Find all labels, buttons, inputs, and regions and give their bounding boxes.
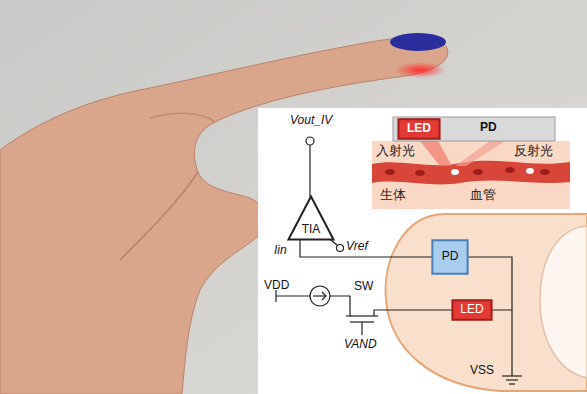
blood-vessel bbox=[372, 161, 570, 185]
nail-outline bbox=[540, 226, 587, 378]
reflected-light bbox=[455, 141, 505, 166]
skin-crease bbox=[120, 172, 198, 260]
vessel-label: 血管 bbox=[470, 188, 496, 203]
pd-label: PD bbox=[480, 121, 497, 135]
text-holder: PD bbox=[442, 250, 459, 263]
text-holder: LED bbox=[407, 122, 431, 135]
pin-name: VDD bbox=[264, 279, 289, 293]
text-holder: LED bbox=[460, 303, 483, 316]
signal-name: Vref bbox=[346, 240, 368, 254]
photodiode-box-shape bbox=[432, 240, 467, 273]
finger-outline bbox=[386, 214, 587, 391]
wire bbox=[300, 240, 432, 257]
node-text: TIA bbox=[302, 223, 321, 236]
light-label: 入射光 bbox=[376, 144, 415, 159]
tissue bbox=[372, 141, 570, 209]
signal-name: Iin bbox=[274, 244, 287, 258]
node-text: PD bbox=[442, 250, 459, 263]
fingernail bbox=[390, 33, 446, 51]
led-box-shape bbox=[452, 300, 491, 320]
white-cells bbox=[451, 168, 534, 175]
led-box-shape bbox=[398, 119, 439, 139]
skin-crease bbox=[150, 113, 215, 122]
red-light bbox=[394, 62, 446, 78]
signal-name: Vout_IV bbox=[290, 114, 332, 128]
tia-amplifier: TIA bbox=[288, 196, 334, 240]
led-box: LED bbox=[452, 300, 492, 320]
pin-name: SW bbox=[354, 280, 373, 294]
tissue-label: 生体 bbox=[380, 188, 406, 203]
pin-name: VSS bbox=[470, 364, 494, 378]
text-holder: TIA bbox=[302, 223, 321, 236]
led-box: LED bbox=[398, 119, 440, 139]
tia-amplifier-shape bbox=[288, 196, 333, 239]
photodiode-box: PD bbox=[432, 240, 468, 274]
blood-cells bbox=[385, 167, 550, 176]
light-label: 反射光 bbox=[514, 144, 553, 159]
node-text: LED bbox=[460, 303, 483, 316]
inset-panel bbox=[258, 108, 587, 394]
signal-name: VAND bbox=[344, 338, 377, 352]
sensor-bar bbox=[393, 117, 555, 141]
wires bbox=[276, 137, 522, 384]
incident-light bbox=[420, 141, 452, 166]
node-text: LED bbox=[407, 122, 431, 135]
